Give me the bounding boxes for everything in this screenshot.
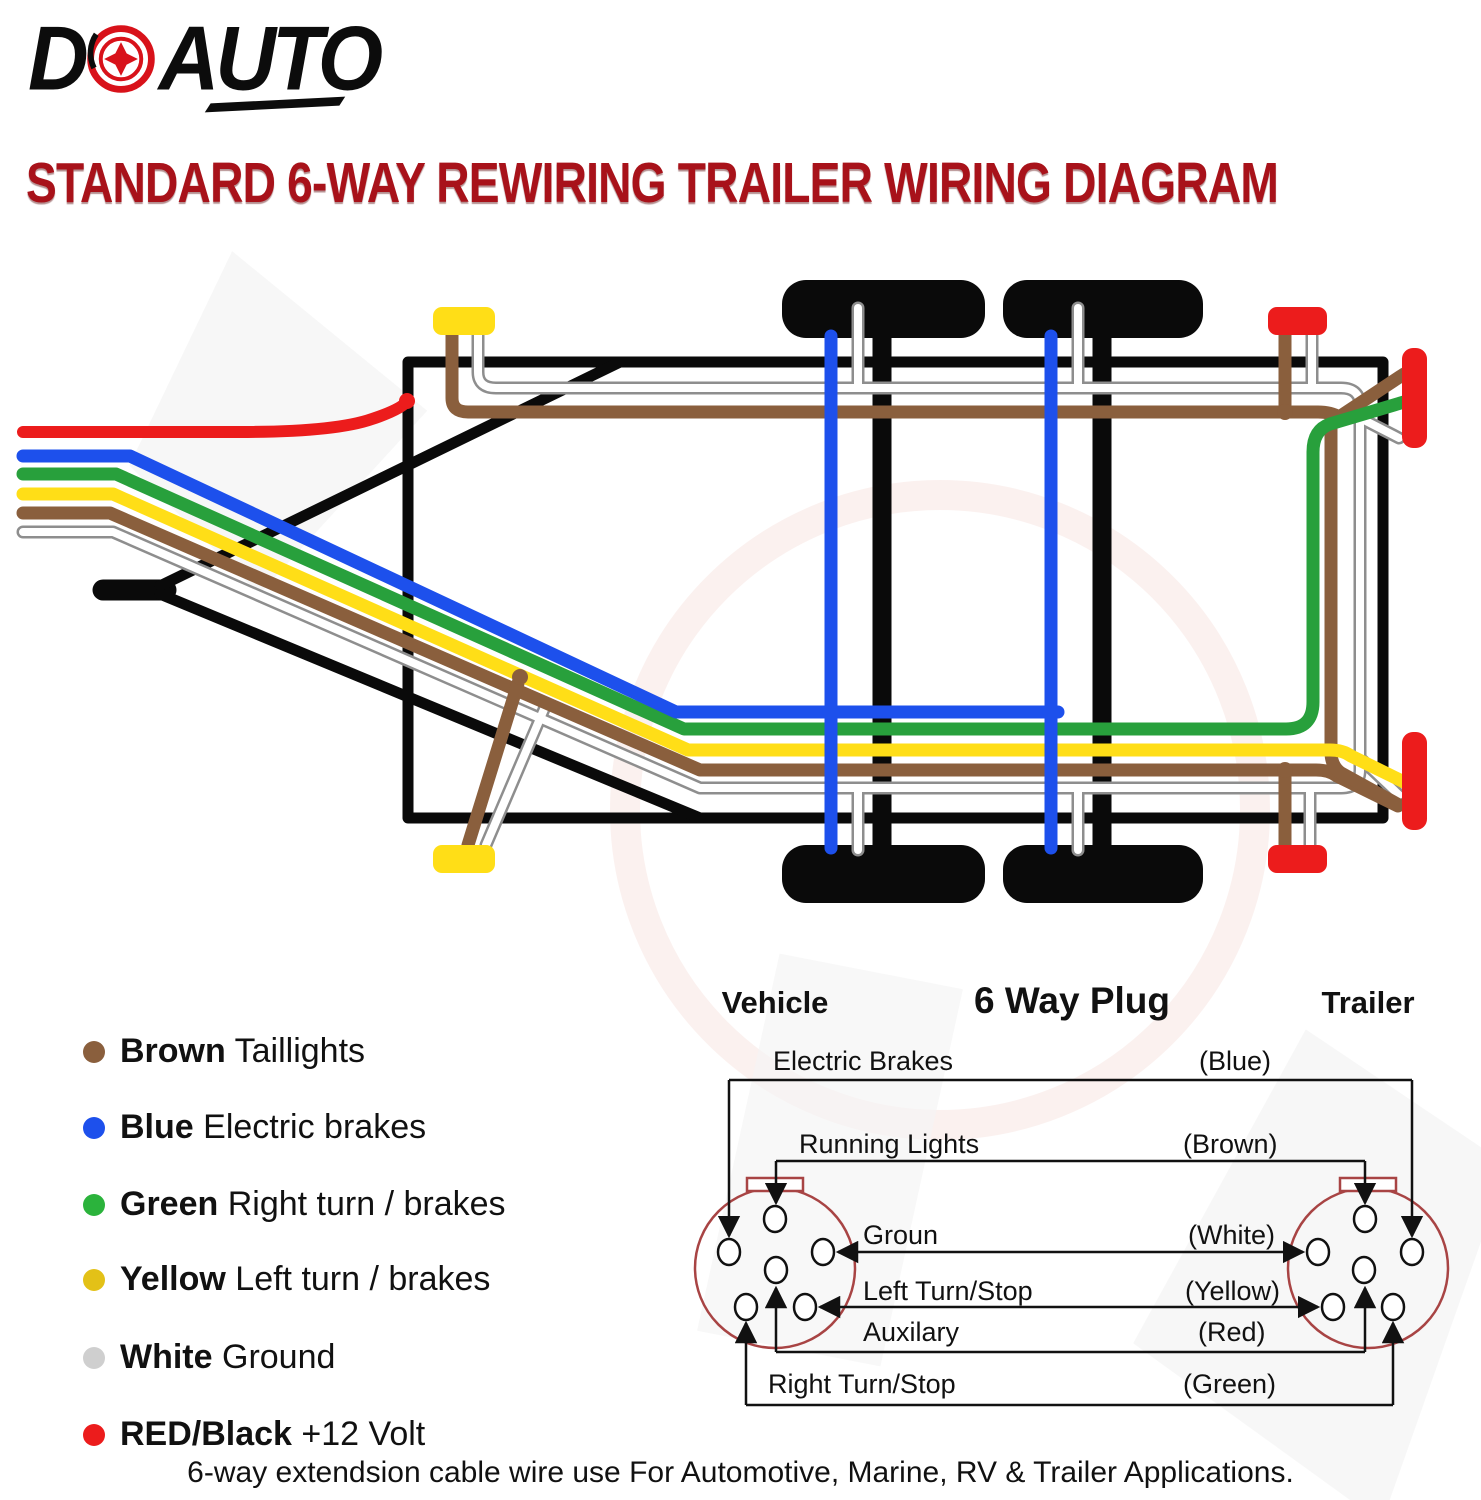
trailer-pin-auxiliary <box>1351 1255 1377 1285</box>
trailer-plug-tab <box>1338 1176 1398 1193</box>
row-label-left-turn: Left Turn/Stop <box>863 1276 1033 1306</box>
legend-name: RED/Black <box>120 1415 292 1453</box>
row-label-ground: Groun <box>863 1220 939 1250</box>
logo-letter-d: D <box>28 7 89 109</box>
legend-desc: Taillights <box>234 1032 366 1070</box>
yellow-wire <box>16 487 1411 789</box>
legend-desc: Right turn / brakes <box>227 1185 506 1223</box>
wheel-bottom-right <box>1003 845 1203 903</box>
legend-name: Yellow <box>120 1260 226 1298</box>
plug-pins <box>716 1204 1425 1322</box>
vehicle-pin-left-turn <box>792 1292 818 1322</box>
legend-desc: Ground <box>222 1338 336 1376</box>
row-wire-red: (Red) <box>1198 1317 1266 1347</box>
legend-row-green: Green Right turn / brakes <box>83 1185 506 1224</box>
vehicle-pin-running-lights <box>762 1204 788 1234</box>
row-wire-yellow: (Yellow) <box>1185 1276 1281 1306</box>
page-title: STANDARD 6-WAY REWIRING TRAILER WIRING D… <box>26 151 1279 215</box>
legend-dot-yellow <box>83 1268 105 1291</box>
legend-row-brown: Brown Taillights <box>83 1032 365 1071</box>
wheel-bottom-left <box>782 845 985 903</box>
legend-name: Brown <box>120 1032 226 1070</box>
legend-desc: Left turn / brakes <box>235 1260 491 1298</box>
vehicle-pin-auxiliary <box>763 1255 789 1285</box>
trailer-wheels <box>782 280 1203 903</box>
legend-dot-white <box>83 1346 105 1369</box>
taillight-top-right <box>1402 348 1427 448</box>
legend-dot-blue <box>83 1116 105 1139</box>
legend-row-yellow: Yellow Left turn / brakes <box>83 1260 490 1299</box>
marker-light-yellow-top <box>433 307 495 335</box>
header-vehicle: Vehicle <box>721 985 829 1020</box>
taillight-bottom-right <box>1402 732 1427 830</box>
vehicle-pin-electric-brakes <box>716 1237 742 1267</box>
legend-desc: Electric brakes <box>203 1108 427 1146</box>
marker-light-red-bottom <box>1268 845 1327 873</box>
trailer-pin-electric-brakes <box>1399 1237 1425 1267</box>
trailer-pin-ground <box>1305 1237 1331 1267</box>
marker-light-yellow-bottom <box>433 845 495 873</box>
row-wire-blue: (Blue) <box>1199 1046 1272 1076</box>
green-wire <box>16 395 1411 736</box>
wheel-top-left <box>782 280 985 338</box>
footer-note: 6-way extendsion cable wire use For Auto… <box>187 1456 1294 1489</box>
legend-name: Blue <box>120 1108 194 1146</box>
row-wire-white: (White) <box>1188 1220 1275 1250</box>
legend-row-white: White Ground <box>83 1338 335 1377</box>
trailer-pin-running-lights <box>1352 1204 1378 1234</box>
legend-name: White <box>120 1338 213 1376</box>
vehicle-pin-right-turn <box>733 1292 759 1322</box>
header-trailer: Trailer <box>1321 985 1415 1020</box>
legend-row-red: RED/Black +12 Volt <box>83 1415 425 1454</box>
legend-name: Green <box>120 1185 219 1223</box>
row-label-auxiliary: Auxilary <box>863 1317 960 1347</box>
wheel-top-right <box>1003 280 1203 338</box>
row-label-running-lights: Running Lights <box>799 1129 980 1159</box>
row-label-right-turn: Right Turn/Stop <box>768 1369 956 1399</box>
legend-dot-green <box>83 1193 105 1216</box>
red-wheel-icon <box>86 24 155 93</box>
row-label-electric-brakes: Electric Brakes <box>773 1046 954 1076</box>
plug-connectors <box>693 1176 1450 1350</box>
legend-desc: +12 Volt <box>301 1415 426 1453</box>
vehicle-pin-ground <box>810 1237 836 1267</box>
logo-letter-auto: AUTO <box>158 7 383 109</box>
red-wire <box>17 395 413 438</box>
legend-dot-brown <box>83 1040 105 1063</box>
row-wire-green: (Green) <box>1183 1369 1277 1399</box>
header-6-way-plug: 6 Way Plug <box>973 980 1171 1021</box>
trailer-pin-left-turn <box>1320 1292 1346 1322</box>
legend-dot-red <box>83 1423 105 1446</box>
marker-light-red-top <box>1268 307 1327 335</box>
trailer-pin-right-turn <box>1380 1292 1406 1322</box>
legend-row-blue: Blue Electric brakes <box>83 1108 426 1147</box>
row-wire-brown: (Brown) <box>1183 1129 1278 1159</box>
brand-logo: D AUTO <box>28 7 383 109</box>
